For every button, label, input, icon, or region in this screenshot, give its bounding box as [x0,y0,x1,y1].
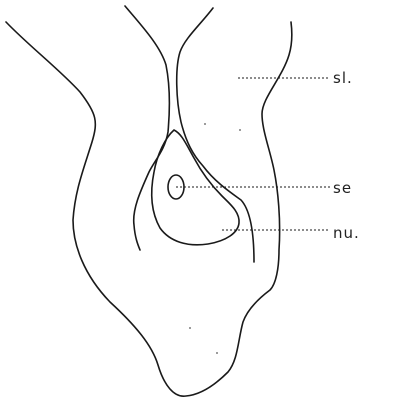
outer-outline [6,22,292,396]
micropyle-right-wall [177,8,254,262]
speck [216,352,218,354]
speck [189,327,191,329]
micropyle-left-wall [125,6,169,250]
label-nu: nu. [333,224,360,242]
label-se: se [333,179,352,197]
speck [239,129,241,131]
speck [204,123,206,125]
label-sl: sl. [333,69,353,87]
